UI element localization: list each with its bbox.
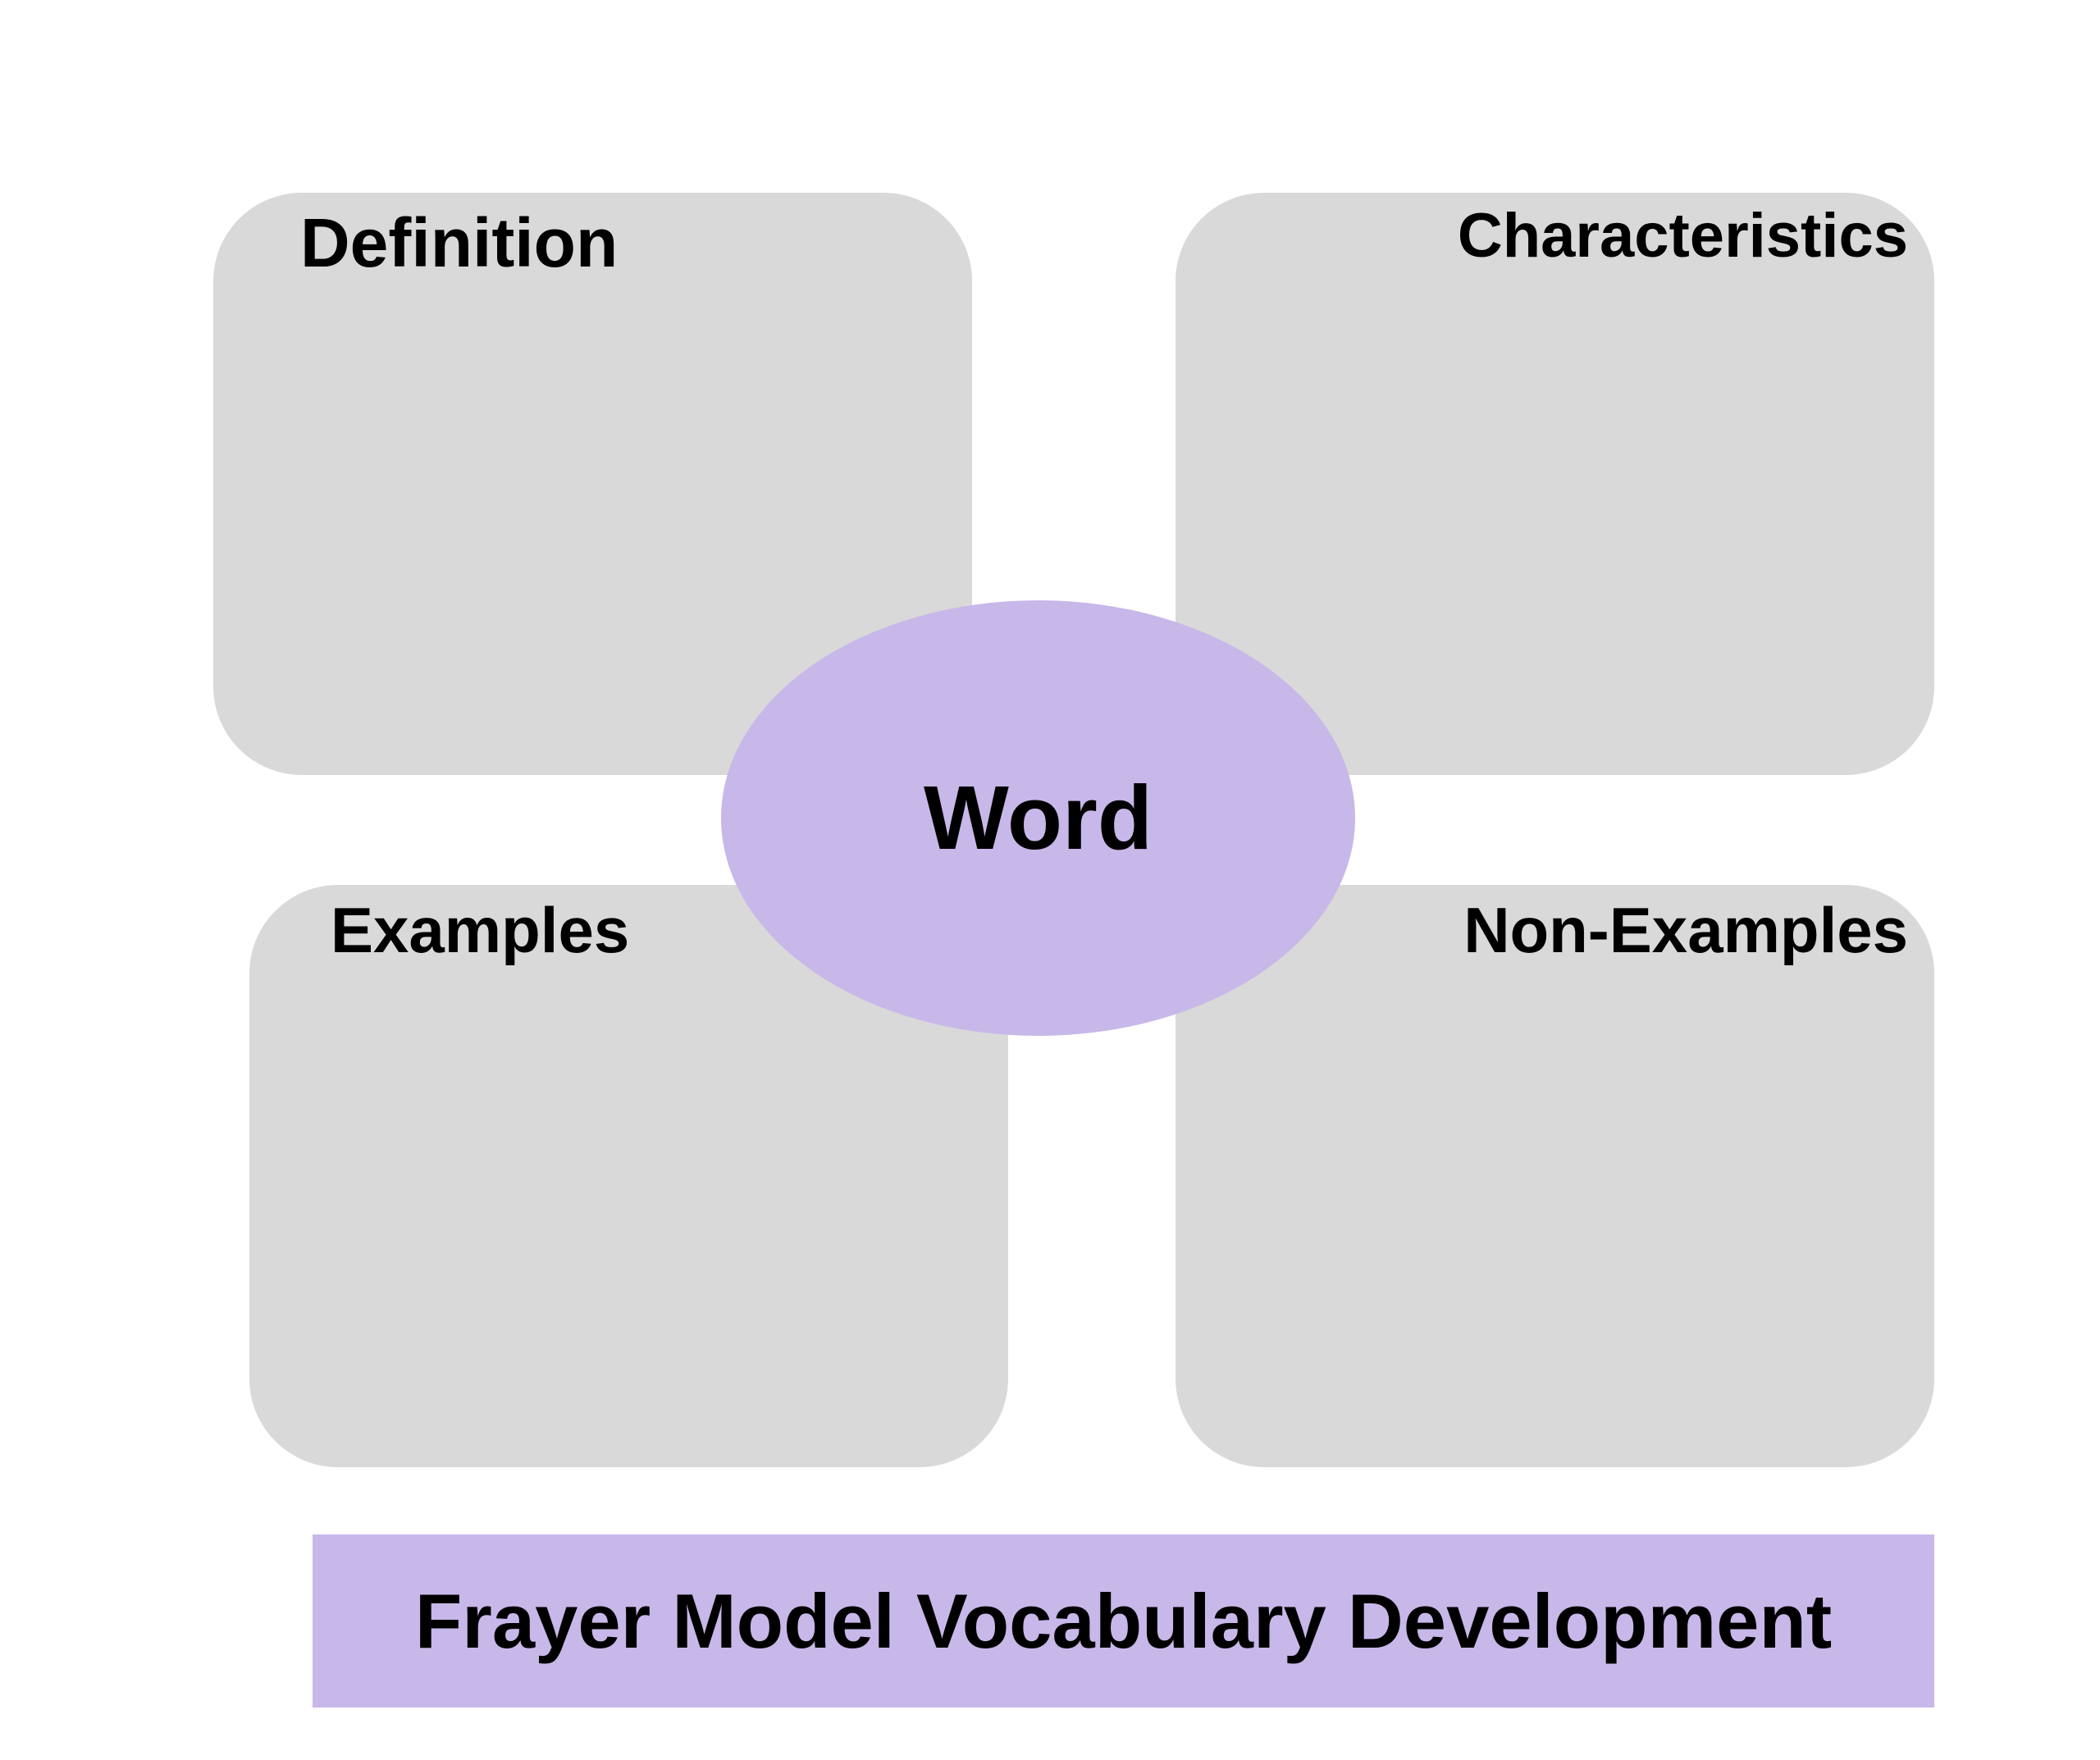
non-examples-label: Non-Examples	[1463, 894, 1908, 966]
title-banner: Frayer Model Vocabulary Development	[313, 1534, 1934, 1708]
center-word-text: Word	[923, 767, 1153, 869]
center-word-ellipse: Word	[721, 600, 1355, 1036]
non-examples-box	[1176, 885, 1934, 1467]
characteristics-box	[1176, 193, 1934, 775]
diagram-title: Frayer Model Vocabulary Development	[414, 1577, 1833, 1664]
definition-label: Definition	[300, 204, 619, 281]
characteristics-label: Characteristics	[1457, 201, 1908, 271]
examples-label: Examples	[331, 894, 630, 966]
